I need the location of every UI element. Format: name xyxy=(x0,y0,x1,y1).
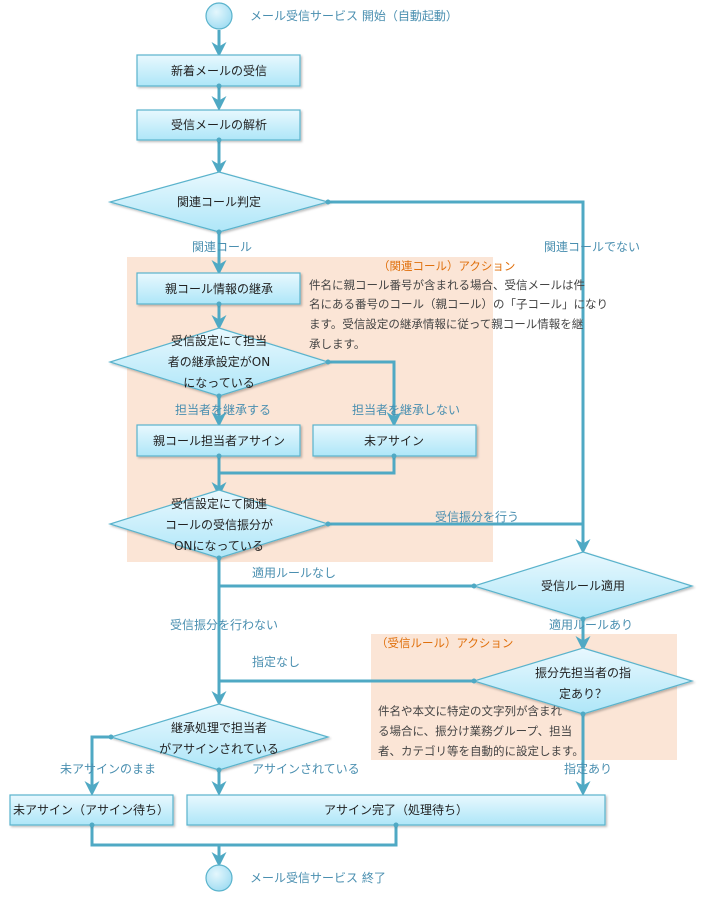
assign-parent-assignee-label: 親コール担当者アサイン xyxy=(153,434,285,448)
inherited-assigned-decision-line2: がアサインされている xyxy=(159,741,279,756)
edge-label-specified: 指定あり xyxy=(564,761,612,776)
edge-label-no-routing: 受信振分を行わない xyxy=(170,618,278,632)
related-routing-decision-line3: ONになっている xyxy=(174,539,264,553)
receive-new-mail-box xyxy=(136,54,301,87)
edge-label-has-applicable-rule: 適用ルールあり xyxy=(549,617,633,632)
edge-remain-unassigned xyxy=(84,735,111,796)
related-call-action-line2: 名にある番号のコール（親コール）の「子コール」になり xyxy=(309,297,608,311)
edge-label-not-inherit-assignee: 担当者を継承しない xyxy=(352,402,460,417)
edge-label-related-call: 関連コール xyxy=(192,240,252,254)
assignee-inherit-decision-line3: になっている xyxy=(183,376,254,390)
unassigned-waiting-box xyxy=(9,794,174,826)
receive-rule-action-line2: る場合に、振分け業務グループ、担当 xyxy=(378,724,572,738)
edge-label-assigned: アサインされている xyxy=(252,762,360,776)
edge-label-remain-unassigned: 未アサインのまま xyxy=(60,762,156,776)
related-routing-decision-line2: コールの受信振分が xyxy=(165,517,273,532)
unassigned-mid-label: 未アサイン xyxy=(364,434,424,448)
inherit-parent-info-label: 親コール情報の継承 xyxy=(165,281,273,296)
related-call-action-line4: 承します。 xyxy=(309,337,365,351)
unassigned-mid-box xyxy=(312,424,477,457)
related-routing-decision-line1: 受信設定にて関連 xyxy=(171,496,267,511)
edge-merge-assign xyxy=(217,456,396,475)
receive-new-mail-label: 新着メールの受信 xyxy=(171,63,267,78)
related-call-action-line1: 件名に親コール番号が含まれる場合、受信メールは件 xyxy=(309,278,585,292)
edge-inherit-assignee-no xyxy=(328,360,402,427)
assignee-inherit-decision-line1: 受信設定にて担当 xyxy=(171,333,267,348)
related-call-action-title: （関連コール）アクション xyxy=(378,259,515,273)
edge-label-not-specified: 指定なし xyxy=(252,654,300,669)
related-call-decision-label: 関連コール判定 xyxy=(177,194,261,209)
receive-rule-action-line1: 件名や本文に特定の文字列が含まれ xyxy=(378,704,562,718)
edge-label-inherit-assignee: 担当者を継承する xyxy=(175,402,271,417)
parse-mail-label: 受信メールの解析 xyxy=(171,118,267,132)
edge-related-no xyxy=(328,200,591,554)
assignment-complete-label: アサイン完了（処理待ち） xyxy=(324,802,468,817)
edge-label-do-routing: 受信振分を行う xyxy=(435,510,519,524)
assignee-specified-decision-line2: 定あり？ xyxy=(559,686,607,701)
start-label: メール受信サービス 開始（自動起動） xyxy=(250,9,458,23)
inherited-assigned-decision xyxy=(108,703,331,771)
receive-rule-action-line3: 者、カテゴリ等を自動的に設定します。 xyxy=(378,744,584,758)
inherited-assigned-decision-line1: 継承処理で担当者 xyxy=(171,720,267,735)
related-call-action-line3: ます。受信設定の継承情報に従って親コール情報を継 xyxy=(309,317,584,331)
edge-unassigned-to-end xyxy=(90,825,398,847)
assignee-specified-decision-line1: 振分先担当者の指 xyxy=(535,665,631,680)
edge-label-no-applicable-rule: 適用ルールなし xyxy=(252,565,336,580)
edge-label-not-related-call: 関連コールでない xyxy=(544,240,640,254)
end-terminal xyxy=(205,864,233,892)
unassigned-waiting-label: 未アサイン（アサイン待ち） xyxy=(13,803,169,817)
end-label: メール受信サービス 終了 xyxy=(250,870,386,885)
apply-receive-rule-label: 受信ルール適用 xyxy=(541,578,625,593)
assign-parent-assignee-box xyxy=(136,424,301,457)
assignment-complete-box xyxy=(186,794,606,826)
receive-rule-action-title: （受信ルール）アクション xyxy=(376,636,513,650)
start-terminal xyxy=(205,2,233,30)
assignee-inherit-decision-line2: 者の継承設定がON xyxy=(168,354,270,369)
